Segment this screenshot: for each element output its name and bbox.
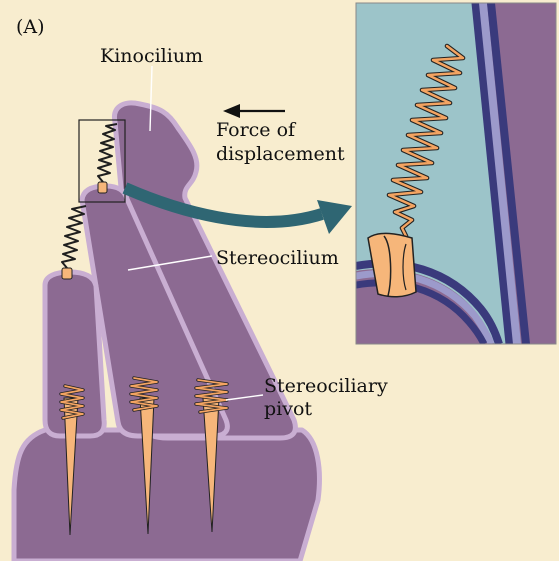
tip-link-channels [61,181,108,280]
force-label-line2: displacement [216,143,345,165]
zoom-region-box [78,119,126,203]
force-label-line1: Force of [216,119,297,141]
zoom-arrow [122,182,352,234]
hair-cell-body [11,427,322,561]
inset-transduction-channel [367,232,417,298]
panel-label: (A) [16,16,45,38]
pivot-label-line2: pivot [264,398,312,420]
inset-frame [355,2,557,345]
kinocilium-label: Kinocilium [100,45,203,67]
leader-lines [127,65,264,401]
stereociliary-pivot-springs [59,376,229,420]
inset-tip-link-spring [386,43,466,239]
pivot-label-line1: Stereociliary [264,375,388,397]
stereocilium-label: Stereocilium [216,247,339,269]
tip-links [61,123,118,269]
force-arrow [223,104,285,118]
